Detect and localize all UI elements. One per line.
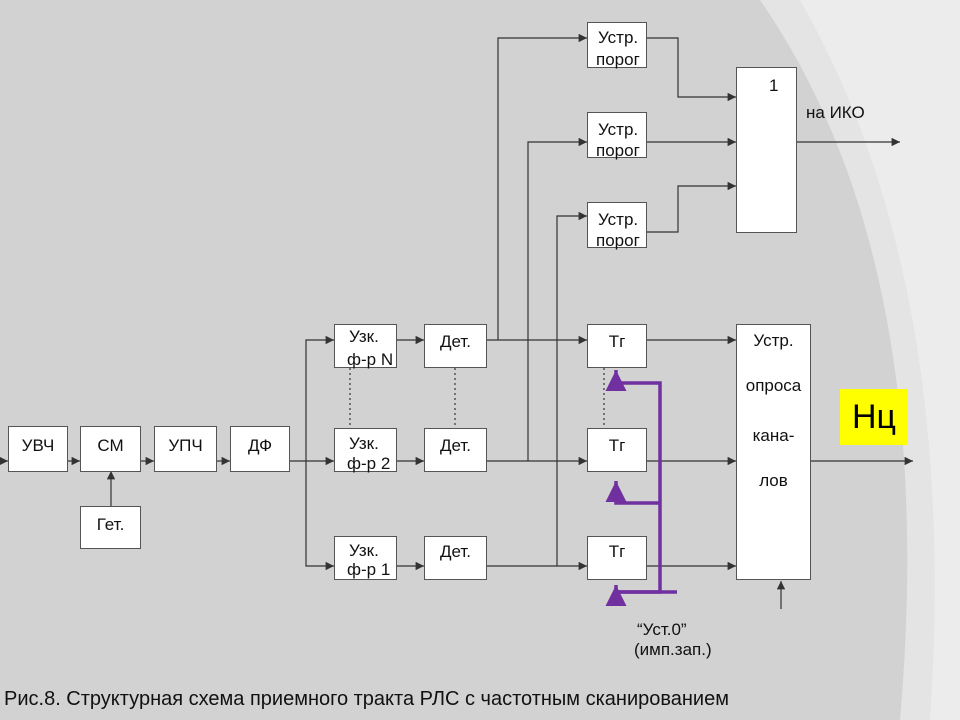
block-detector-1: Дет.	[424, 536, 487, 580]
block-trigger-1-label: Тг	[608, 542, 626, 561]
block-filter-2: Узк. ф-р 2	[334, 428, 397, 473]
block-uvch: УВЧ	[8, 426, 68, 472]
block-filter-2-label-2: ф-р 2	[347, 454, 391, 473]
block-filter-n-label-1: Узк.	[349, 327, 379, 346]
block-trigger-n-label: Тг	[608, 332, 626, 351]
hc-label: Нц	[851, 398, 897, 436]
block-channel-survey-label-1: Устр.	[753, 331, 794, 350]
block-trigger-2-label: Тг	[608, 436, 626, 455]
block-threshold-2-label-2: порог	[596, 141, 640, 160]
dotted-continuation-lines	[349, 368, 605, 428]
block-threshold-2-label-1: Устр.	[598, 120, 639, 139]
block-threshold-n: Устр. порог	[587, 22, 647, 69]
block-threshold-n-label-2: порог	[596, 50, 640, 69]
block-upch: УПЧ	[154, 426, 217, 472]
block-df: ДФ	[230, 426, 290, 472]
figure-caption: Рис.8. Структурная схема приемного тракт…	[4, 688, 729, 710]
block-filter-n: Узк. ф-р N	[334, 324, 397, 369]
block-heterodyne: Гет.	[80, 506, 141, 549]
block-trigger-2: Тг	[587, 428, 647, 472]
block-uvch-label: УВЧ	[21, 436, 55, 455]
block-threshold-2: Устр. порог	[587, 112, 647, 160]
block-threshold-1: Устр. порог	[587, 202, 647, 250]
reset-sublabel: (имп.зап.)	[634, 640, 712, 659]
reset-pulse-bus	[605, 370, 677, 606]
signal-lines	[0, 33, 913, 609]
block-channel-survey: Устр. опроса кана- лов	[736, 324, 811, 580]
block-trigger-n: Тг	[587, 324, 647, 368]
block-filter-1-label-1: Узк.	[349, 541, 379, 560]
block-filter-2-label-1: Узк.	[349, 434, 379, 453]
block-trigger-1: Тг	[587, 536, 647, 580]
block-detector-1-label: Дет.	[439, 542, 472, 561]
block-channel-survey-label-4: лов	[759, 471, 788, 490]
block-channel-survey-label-3: кана-	[752, 426, 795, 445]
block-channel-survey-label-2: опроса	[745, 376, 802, 395]
block-detector-2-label: Дет.	[439, 436, 472, 455]
block-mixer-label: СМ	[97, 436, 124, 455]
block-or-gate-label: 1	[769, 76, 779, 95]
block-detector-n-label: Дет.	[439, 332, 472, 351]
block-filter-n-label-2: ф-р N	[347, 350, 394, 369]
block-threshold-1-label-2: порог	[596, 231, 640, 250]
block-filter-1-label-2: ф-р 1	[347, 560, 391, 579]
block-detector-n: Дет.	[424, 324, 487, 368]
block-df-label: ДФ	[247, 436, 273, 455]
to-ppi-label: на ИКО	[806, 103, 865, 122]
block-mixer: СМ	[80, 426, 141, 472]
block-or-gate: 1	[736, 67, 797, 233]
block-threshold-1-label-1: Устр.	[598, 210, 639, 229]
block-heterodyne-label: Гет.	[96, 515, 125, 534]
background-swoosh-light	[800, 0, 960, 720]
reset-label: “Уст.0”	[637, 620, 687, 639]
block-upch-label: УПЧ	[168, 436, 203, 455]
hc-highlight-box	[840, 389, 908, 445]
block-threshold-n-label-1: Устр.	[598, 28, 639, 47]
block-filter-1: Узк. ф-р 1	[334, 536, 397, 580]
block-detector-2: Дет.	[424, 428, 487, 472]
